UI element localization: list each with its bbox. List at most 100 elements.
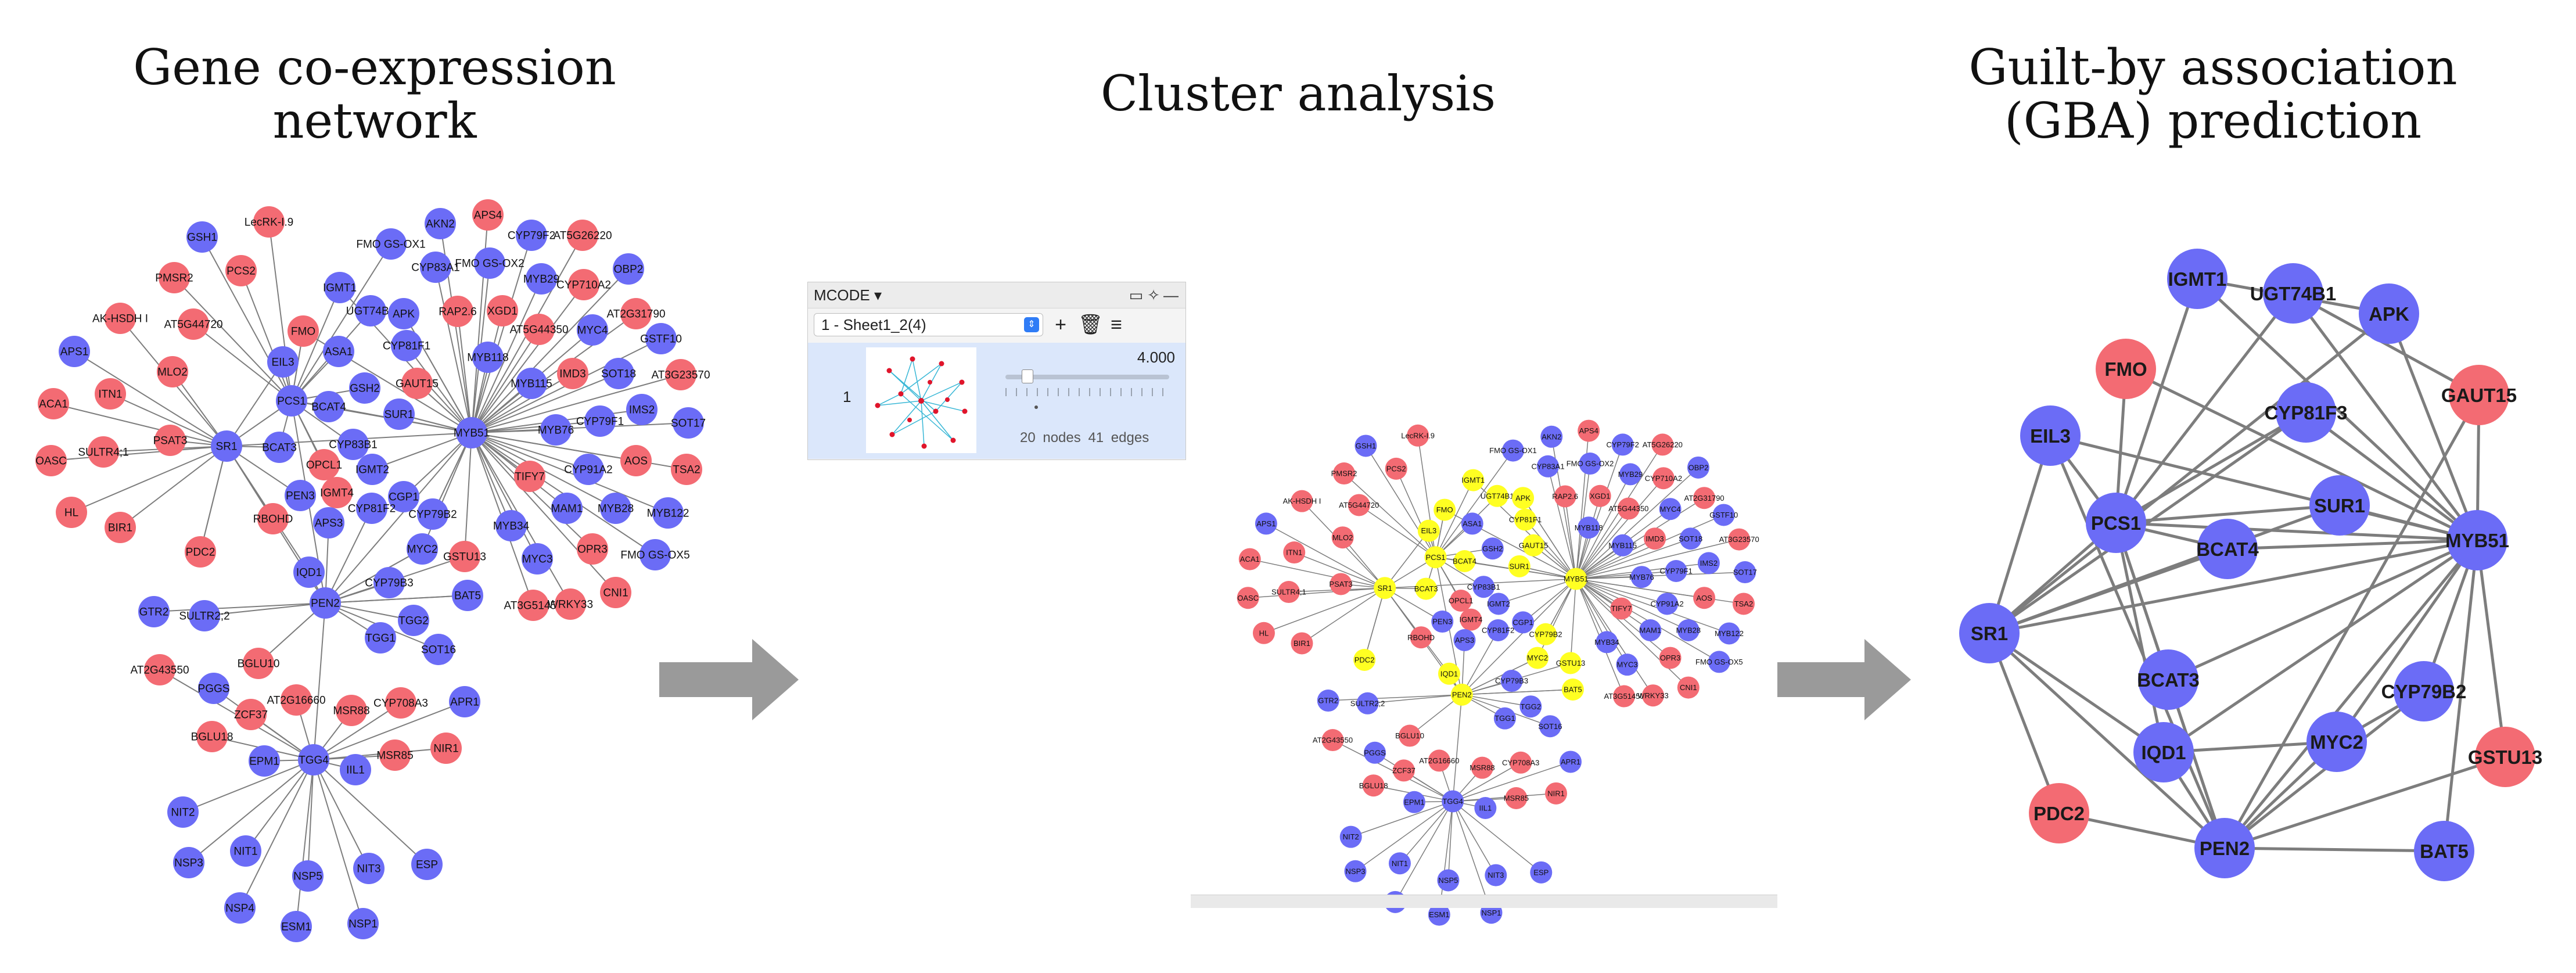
gene-node-gsh2: GSH2: [349, 372, 380, 404]
node-label: MYC3: [522, 554, 553, 566]
node-circle: [1651, 433, 1674, 456]
node-circle: [1374, 577, 1396, 599]
node-circle: [1486, 484, 1508, 507]
gba-panel-title: Guilt-by association (GBA) prediction: [1968, 39, 2458, 149]
gene-node-aca1: ACA1: [38, 388, 69, 419]
gene-node-gaut15: GAUT15: [396, 368, 439, 399]
node-circle: [257, 503, 289, 534]
gene-node-at5g44350: AT5G44350: [509, 314, 569, 345]
node-label: AT2G16660: [267, 695, 325, 707]
menu-icon[interactable]: ≡: [1111, 313, 1122, 336]
node-label: CYP79B2: [408, 509, 457, 521]
pin-icon[interactable]: ✧: [1147, 286, 1160, 304]
node-label: FMO: [291, 326, 315, 338]
network-edge: [406, 345, 472, 433]
gene-node-bir1: BIR1: [1291, 632, 1313, 655]
trash-icon[interactable]: 🗑: [1078, 314, 1104, 336]
gene-node-bcat4: BCAT4: [311, 391, 346, 422]
gene-node-ims2: IMS2: [1697, 552, 1720, 575]
gene-node-eil3: EIL3: [1417, 519, 1440, 542]
gene-node-at5g26220: AT5G26220: [553, 220, 612, 251]
gene-node-gstf10: GSTF10: [640, 323, 682, 354]
node-circle: [472, 342, 504, 373]
gene-node-nit1: NIT1: [230, 835, 261, 867]
node-label: TGG4: [299, 755, 329, 767]
gene-node-at5g44720: AT5G44720: [1339, 494, 1379, 516]
cluster-result-row[interactable]: 1 4.000 20: [808, 343, 1185, 459]
gene-node-cyp83b1: CYP83B1: [1467, 576, 1500, 598]
node-label: SOT16: [1538, 722, 1562, 731]
score-slider-track[interactable]: [1005, 375, 1169, 379]
gene-node-cni1: CNI1: [600, 577, 631, 608]
node-circle: [2086, 493, 2146, 553]
gene-node-mlo2: MLO2: [1331, 526, 1354, 549]
network-edge: [239, 759, 314, 909]
node-label: MYB34: [1594, 638, 1619, 647]
gene-node-hl: HL: [1252, 622, 1275, 644]
node-label: IGMT2: [1487, 599, 1510, 608]
gene-node-myc3: MYC3: [522, 543, 553, 575]
network-edge: [1498, 578, 1576, 605]
gene-node-sot16: SOT16: [421, 634, 456, 665]
plus-icon[interactable]: +: [1055, 313, 1066, 336]
node-label: ESP: [416, 859, 438, 871]
network-view-status-bar: [1191, 895, 1777, 908]
network-edge: [471, 432, 512, 526]
node-circle: [1514, 508, 1536, 531]
gene-node-opr3: OPR3: [577, 533, 608, 565]
node-label: NIT3: [357, 863, 380, 875]
node-label: GSH2: [1482, 544, 1503, 553]
network-edge: [1302, 587, 1385, 644]
triangle-down-icon[interactable]: ▾: [874, 286, 882, 304]
node-label: GTR2: [1318, 696, 1338, 705]
node-label: CYP708A3: [1502, 758, 1539, 767]
gene-node-cyp81f2: CYP81F2: [1482, 619, 1514, 641]
node-circle: [1519, 695, 1542, 718]
gene-node-tgg4: TGG4: [298, 744, 329, 775]
gba-node-pcs1: PCS1: [2086, 493, 2146, 553]
result-select[interactable]: 1 - Sheet1_2(4) ⇕: [814, 313, 1043, 336]
network-edge: [1399, 800, 1453, 864]
gene-node-igmt2: IGMT2: [355, 454, 389, 485]
network-edge: [1266, 523, 1385, 588]
gene-node-myb76: MYB76: [538, 414, 574, 446]
node-circle: [391, 330, 422, 361]
node-label: APS4: [474, 210, 502, 222]
network-edge: [1461, 579, 1576, 695]
node-label: AT2G31790: [606, 308, 665, 321]
select-caret-icon[interactable]: ⇕: [1024, 317, 1039, 332]
node-label: OBP2: [1688, 463, 1709, 472]
node-circle: [1535, 623, 1557, 645]
gba-edge: [1988, 313, 2390, 634]
gene-node-obp2: OBP2: [1687, 456, 1709, 479]
node-circle: [1331, 526, 1354, 549]
node-label: GSH2: [350, 383, 380, 395]
window-icon[interactable]: ▭: [1129, 286, 1144, 304]
node-label: FMO GS-OX2: [455, 258, 524, 270]
node-circle: [1344, 860, 1367, 882]
node-circle: [2138, 649, 2198, 710]
mcode-title[interactable]: MCODE ▾: [814, 286, 882, 304]
node-label: PEN2: [311, 598, 340, 610]
network-edge: [1263, 587, 1385, 634]
node-label: ESM1: [1429, 910, 1449, 919]
gene-node-bat5: BAT5: [1561, 678, 1584, 701]
gene-node-ak-hsdh-i: AK-HSDH I: [1283, 490, 1321, 512]
gene-node-tgg1: TGG1: [1493, 707, 1516, 730]
node-circle: [2447, 510, 2507, 570]
node-label: LecRK-I.9: [1401, 431, 1435, 440]
network-edge: [313, 759, 427, 865]
node-circle: [243, 648, 274, 679]
node-label: PGGS: [1364, 748, 1386, 757]
gene-node-cyp91a2: CYP91A2: [564, 454, 613, 485]
gene-node-pen3: PEN3: [1431, 611, 1454, 633]
network-edge: [291, 243, 391, 401]
node-label: UGT74B1: [1481, 491, 1514, 500]
gba-edge: [2292, 292, 2480, 397]
network-edge: [71, 446, 227, 513]
gene-node-eil3: EIL3: [267, 346, 299, 378]
node-circle: [1712, 504, 1735, 526]
score-slider-handle[interactable]: [1022, 369, 1033, 383]
minimize-icon[interactable]: —: [1163, 286, 1179, 304]
gene-node-akn2: AKN2: [425, 208, 456, 239]
